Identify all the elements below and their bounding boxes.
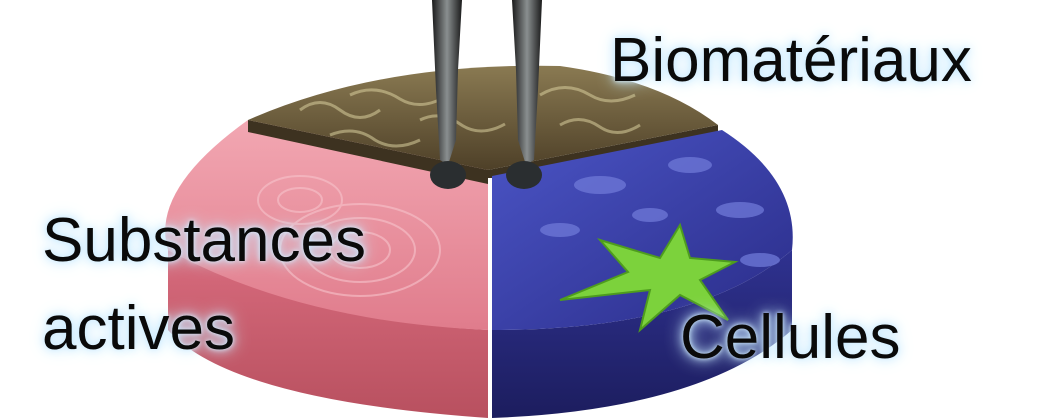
active-substances-label-line1: Substances (42, 208, 366, 274)
left-foot (430, 161, 466, 189)
cells-label: Cellules (680, 305, 901, 371)
right-foot (506, 161, 542, 189)
active-substances-label-line2: actives (42, 296, 235, 362)
biomaterials-label: Biomatériaux (610, 28, 972, 94)
